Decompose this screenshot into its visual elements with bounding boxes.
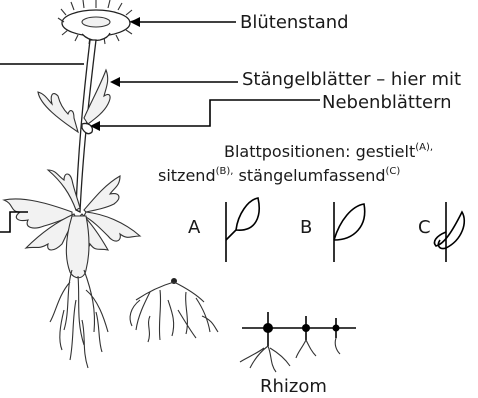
label-letter-c: C [418, 217, 431, 238]
label-letter-b: B [300, 217, 312, 238]
label-positions-line1-main: Blattpositionen: gestielt [224, 142, 415, 161]
label-bluetenstand: Blütenstand [240, 12, 349, 33]
label-positions-line1: Blattpositionen: gestielt(A), [224, 142, 433, 161]
leader-lines [0, 17, 320, 232]
label-positions-sup-b: (B), [216, 166, 234, 177]
label-positions-line2: sitzend(B), stängelumfassend(C) [158, 166, 400, 185]
root-hairs [50, 270, 108, 368]
label-positions-sup-c: (C) [386, 166, 401, 177]
label-stangelblaetter-line1: Stängelblätter – hier mit [242, 69, 461, 90]
leaf-position-example-b [334, 202, 365, 262]
label-rhizom: Rhizom [260, 376, 327, 397]
label-positions-stangelumfassend: stängelumfassend [233, 166, 385, 185]
fibrous-root [130, 278, 218, 342]
label-stangelblaetter-line2: Nebenblättern [322, 92, 452, 113]
taproot [66, 216, 89, 278]
label-letter-a: A [188, 217, 201, 238]
rhizome-illustration [240, 312, 356, 372]
label-positions-sitzend: sitzend [158, 166, 216, 185]
leaf-position-example-a [226, 198, 259, 262]
label-positions-line1-sup: (A), [415, 142, 433, 153]
leaf-position-example-c [434, 202, 464, 262]
plant-illustration [4, 0, 140, 368]
stem-leaf-left [38, 92, 78, 132]
flower-head [58, 0, 136, 44]
